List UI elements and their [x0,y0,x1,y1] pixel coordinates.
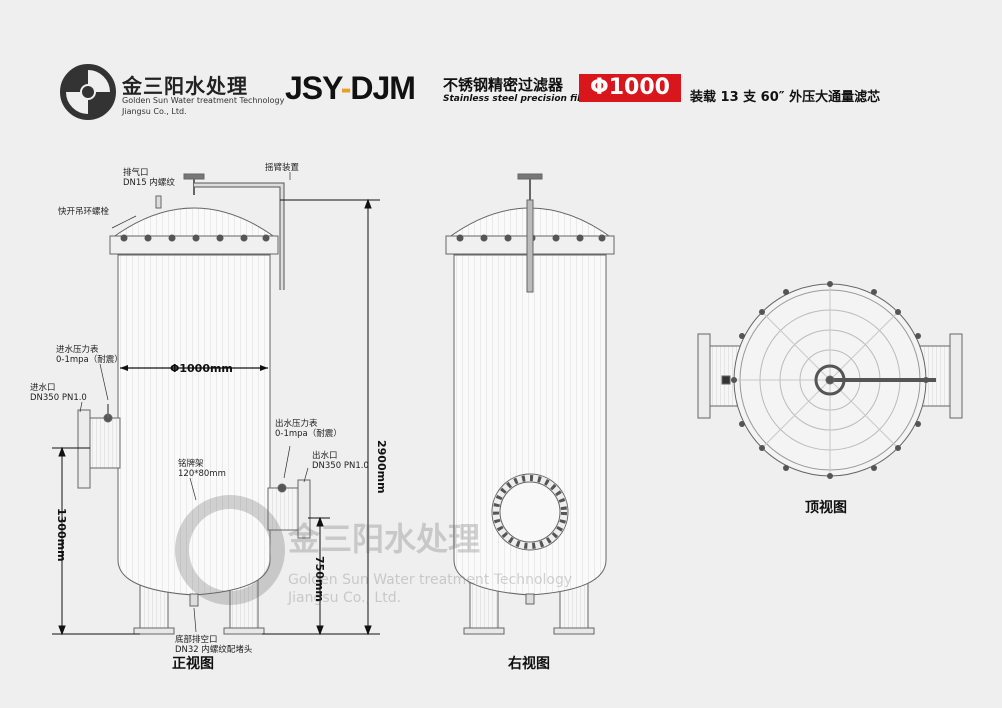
model-number: JSY-DJM [285,70,416,106]
watermark-text-en-2: Jiangsu Co., Ltd. [287,590,401,606]
inlet-size-label: DN350 PN1.0 [30,393,87,403]
side-view-caption: 右视图 [507,655,550,672]
inlet-label: 进水口 [30,382,56,393]
outlet-gauge-label: 出水压力表 [275,418,318,429]
front-view-caption: 正视图 [172,655,214,672]
watermark: 金三阳水处理 Golden Sun Water treatment Techno… [175,495,572,606]
product-name: 不锈钢精密过滤器 [443,76,564,94]
inlet-height-dimension: 1300mm [55,508,68,562]
drain-size-label: DN32 内螺纹配堵头 [175,644,253,655]
outlet-size-label: DN350 PN1.0 [312,461,369,471]
logo-text-en: Golden Sun Water treatment Technology [122,96,285,105]
product-name-en: Stainless steel precision filter [443,94,596,104]
outlet-label: 出水口 [312,450,338,461]
eyebolt-label: 快开吊环螺栓 [58,206,110,217]
nameplate-size-label: 120*80mm [178,469,226,479]
inlet-gauge-label: 进水压力表 [56,344,99,355]
watermark-text-en: Golden Sun Water treatment Technology [288,572,572,588]
diameter-dimension: Φ1000mm [170,362,233,375]
top-view [697,281,963,479]
logo-text-en-2: Jiangsu Co., Ltd. [122,107,187,116]
outlet-height-dimension: 750mm [313,556,326,602]
outlet-gauge-range-label: 0-1mpa（耐震） [275,428,342,439]
front-view [77,173,311,635]
inlet-gauge-range-label: 0-1mpa（耐震） [56,354,123,365]
diameter-badge: Φ1000 [579,74,681,102]
logo-text-cn: 金三阳水处理 [122,74,248,98]
nameplate-label: 铭牌架 [178,458,204,469]
total-height-dimension: 2900mm [375,440,388,494]
drain-label: 底部排空口 [175,634,218,645]
vent-label: 排气口 [123,167,149,178]
watermark-text-cn: 金三阳水处理 [287,520,480,558]
swing-pipe-label: 摇臂装置 [265,162,300,173]
leader-lines [79,172,309,633]
vent-size-label: DN15 内螺纹 [123,177,175,188]
side-view [445,173,615,635]
top-view-caption: 顶视图 [805,499,847,516]
spec-text: 装载 13 支 60″ 外压大通量滤芯 [690,90,881,105]
dimension-lines [52,198,380,636]
